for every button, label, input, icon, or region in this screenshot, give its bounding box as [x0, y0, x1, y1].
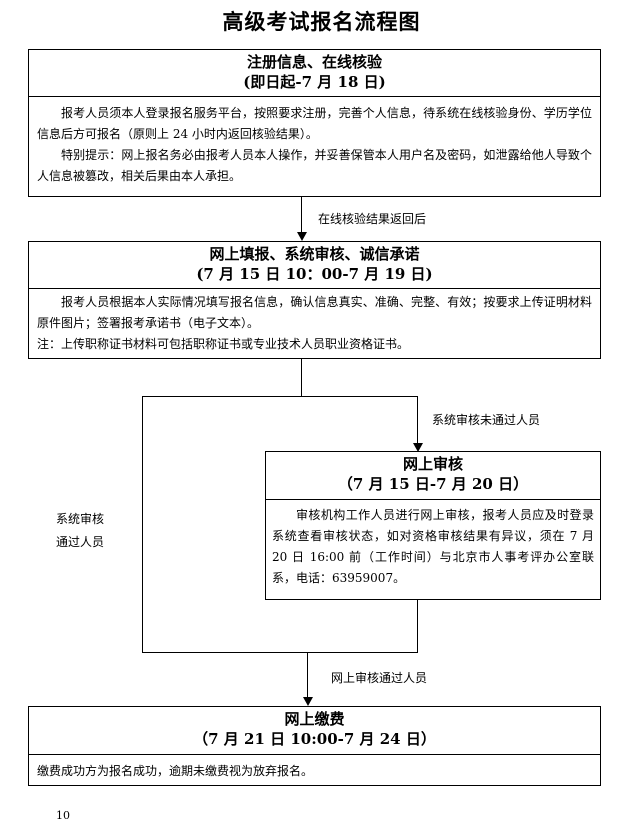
step-register-verify-notice: 特别提示：网上报名务必由报考人员本人操作，并妥善保管本人用户名及密码，如泄露给他…: [37, 148, 592, 183]
branch-pass-label-line1: 系统审核: [56, 512, 105, 526]
step-payment-header: 网上缴费 （7 月 21 日 10:00-7 月 24 日）: [29, 707, 600, 755]
connector-step2-down: [301, 359, 302, 396]
connector-split-horizontal: [142, 396, 418, 397]
arrow-1-line: [301, 197, 302, 233]
step-payment-body: 缴费成功方为报名成功，逾期未缴费视为放弃报名。: [29, 755, 600, 782]
arrow-3-label: 网上审核通过人员: [331, 671, 428, 685]
step-fill-review-note: 注：上传职称证书材料可包括职称证书或专业技术人员职业资格证书。: [37, 337, 410, 351]
step-fill-review-header: 网上填报、系统审核、诚信承诺 (7 月 15 日 10：00-7 月 19 日): [29, 242, 600, 289]
step-fill-review-box: 网上填报、系统审核、诚信承诺 (7 月 15 日 10：00-7 月 19 日)…: [28, 241, 601, 359]
arrow-1-head: [297, 232, 307, 241]
step-online-review-body: 审核机构工作人员进行网上审核，报考人员应及时登录系统查看审核状态，如对资格审核结…: [266, 500, 600, 589]
connector-merge-horizontal: [142, 652, 418, 653]
step-fill-review-body: 报考人员根据本人实际情况填写报名信息，确认信息真实、准确、完整、有效；按要求上传…: [29, 289, 600, 355]
step-online-review-dates: （7 月 15 日-7 月 20 日）: [337, 475, 529, 493]
branch-pass-label-line2: 通过人员: [56, 535, 105, 549]
step-fill-review-dates: (7 月 15 日 10：00-7 月 19 日): [196, 265, 433, 283]
branch-pass-label: 系统审核 通过人员: [56, 508, 104, 554]
step-payment-desc: 缴费成功方为报名成功，逾期未缴费视为放弃报名。: [37, 764, 314, 778]
step-fill-review-desc: 报考人员根据本人实际情况填写报名信息，确认信息真实、准确、完整、有效；按要求上传…: [37, 295, 592, 330]
step-online-review-header: 网上审核 （7 月 15 日-7 月 20 日）: [266, 452, 600, 500]
step-register-verify-header: 注册信息、在线核验 (即日起-7 月 18 日): [29, 50, 600, 97]
step-register-verify-body: 报考人员须本人登录报名服务平台，按照要求注册，完善个人信息，待系统在线核验身份、…: [29, 97, 600, 187]
step-fill-review-title: 网上填报、系统审核、诚信承诺: [209, 245, 420, 263]
page-number: 10: [56, 809, 70, 822]
arrow-1-label: 在线核验结果返回后: [318, 212, 427, 226]
step-register-verify-box: 注册信息、在线核验 (即日起-7 月 18 日) 报考人员须本人登录报名服务平台…: [28, 49, 601, 197]
step-register-verify-desc: 报考人员须本人登录报名服务平台，按照要求注册，完善个人信息，待系统在线核验身份、…: [37, 106, 592, 141]
connector-step3-down: [417, 600, 418, 652]
step-payment-dates: （7 月 21 日 10:00-7 月 24 日）: [193, 730, 436, 748]
step-online-review-box: 网上审核 （7 月 15 日-7 月 20 日） 审核机构工作人员进行网上审核，…: [265, 451, 601, 600]
step-payment-title: 网上缴费: [284, 710, 345, 728]
connector-fail-branch-line: [417, 396, 418, 444]
step-register-verify-dates: (即日起-7 月 18 日): [243, 73, 386, 91]
step-register-verify-title: 注册信息、在线核验: [246, 53, 382, 71]
step-payment-box: 网上缴费 （7 月 21 日 10:00-7 月 24 日） 缴费成功方为报名成…: [28, 706, 601, 786]
arrow-3-line: [307, 652, 308, 698]
step-online-review-desc: 审核机构工作人员进行网上审核，报考人员应及时登录系统查看审核状态，如对资格审核结…: [272, 508, 594, 585]
connector-fail-branch-arrow: [413, 443, 423, 452]
step-online-review-title: 网上审核: [402, 455, 463, 473]
arrow-3-head: [303, 697, 313, 706]
connector-pass-branch-line: [142, 396, 143, 652]
branch-fail-label: 系统审核未通过人员: [432, 413, 541, 427]
page-title: 高级考试报名流程图: [222, 9, 421, 34]
